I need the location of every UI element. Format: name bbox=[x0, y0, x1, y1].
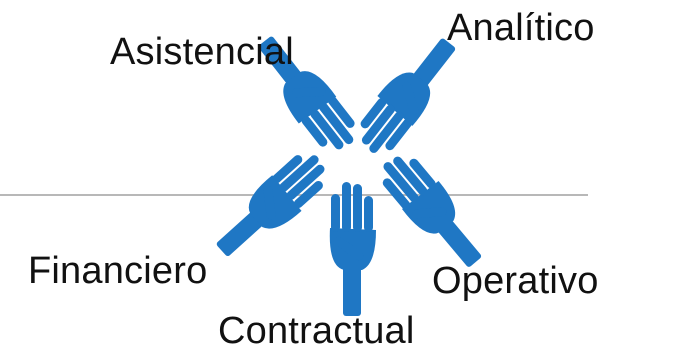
hand-contractual bbox=[329, 182, 376, 316]
label-asistencial: Asistencial bbox=[110, 31, 294, 73]
label-operativo: Operativo bbox=[432, 260, 599, 302]
label-contractual: Contractual bbox=[218, 310, 415, 352]
hand-financiero bbox=[206, 144, 338, 269]
hand-operativo bbox=[372, 144, 494, 277]
label-financiero: Financiero bbox=[28, 250, 208, 292]
label-analitico: Analítico bbox=[447, 7, 595, 49]
